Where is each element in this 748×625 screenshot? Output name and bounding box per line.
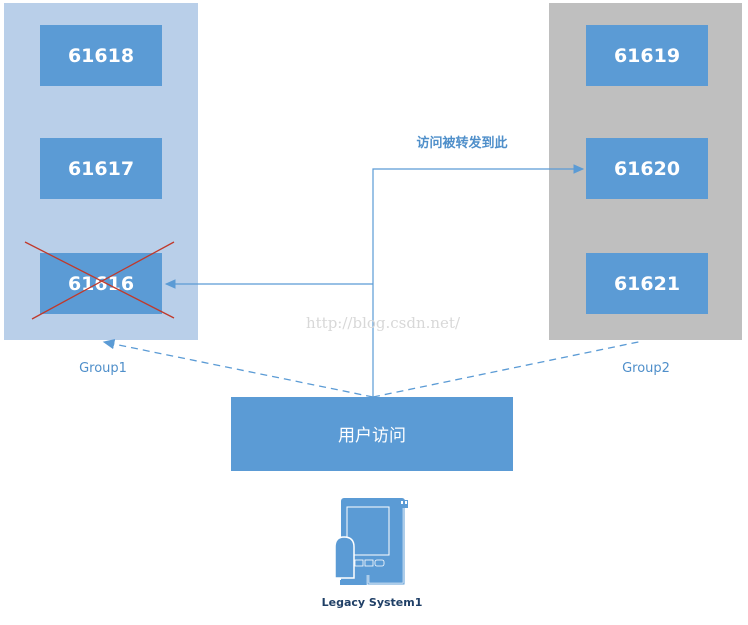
group1-label: Group1 [79,361,127,376]
node-label: 61617 [68,158,134,180]
node-label: 61618 [68,45,134,67]
node-61619: 61619 [586,25,708,86]
node-61618: 61618 [40,25,162,86]
forward-label: 访问被转发到此 [416,135,507,151]
cross-mark [31,241,175,320]
node-61620: 61620 [586,138,708,199]
group1-dashed-arrow [102,338,374,398]
node-label: 61621 [614,273,680,295]
node-label: 61619 [614,45,680,67]
watermark: http://blog.csdn.net/ [306,314,461,332]
legacy-device-icon [334,498,408,586]
group2-dashed-line [372,340,644,398]
user-access-box: 用户访问 [231,397,513,471]
cross-mark [24,241,175,319]
node-61617: 61617 [40,138,162,199]
user-access-label: 用户访问 [338,426,406,446]
node-61621: 61621 [586,253,708,314]
node-61616-failed: 61616 [24,241,175,320]
group2-label: Group2 [622,361,670,376]
forward-connector [372,164,585,397]
system-label: Legacy System1 [322,596,423,609]
node-label: 61616 [68,273,134,295]
node-label: 61620 [614,158,680,180]
